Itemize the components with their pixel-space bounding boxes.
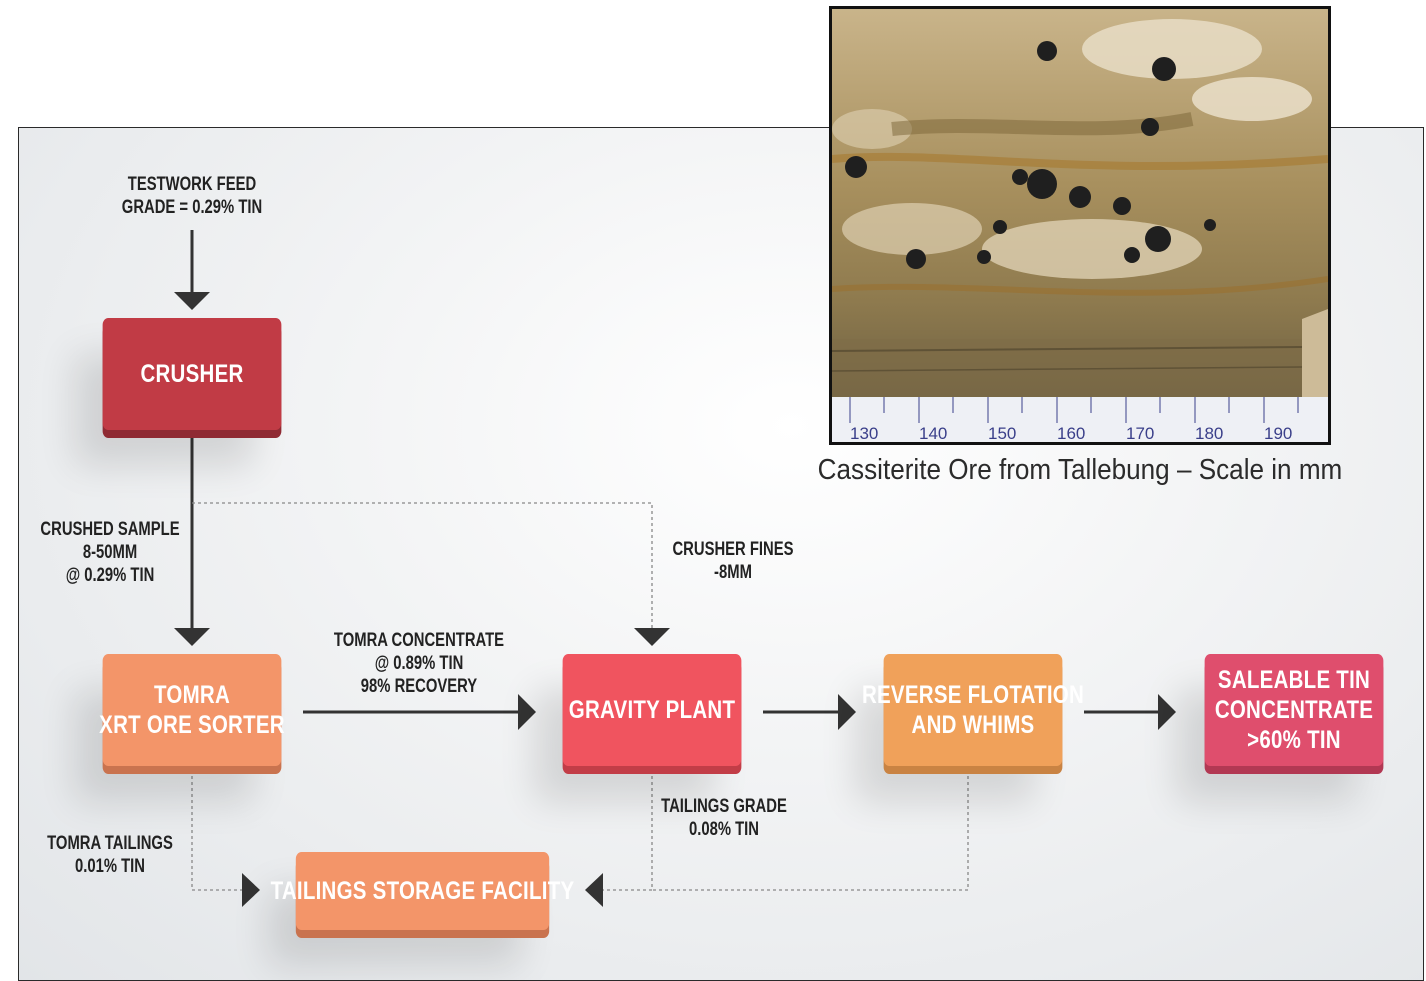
gravity-plant-node: GRAVITY PLANT bbox=[562, 654, 742, 766]
reverse-flotation-label-line2: AND WHIMS bbox=[911, 711, 1035, 739]
ruler-tick-150: 150 bbox=[988, 424, 1016, 442]
tomra-tailings-line1: TOMRA TAILINGS bbox=[47, 833, 173, 854]
crusher-node: CRUSHER bbox=[102, 318, 282, 430]
tailings-grade-label: TAILINGS GRADE 0.08% TIN bbox=[654, 795, 794, 841]
crusher-label: CRUSHER bbox=[140, 360, 244, 388]
tomra-concentrate-arrowhead bbox=[518, 694, 536, 730]
tomra-concentrate-line3: 98% RECOVERY bbox=[360, 676, 478, 697]
reverse-tailings-dotted-line bbox=[652, 770, 969, 891]
reverse-to-saleable-arrowhead bbox=[1158, 694, 1176, 730]
ruler-tick-180: 180 bbox=[1195, 424, 1223, 442]
gravity-to-reverse-arrowhead bbox=[838, 694, 856, 730]
crushed-sample-line3: @ 0.29% TIN bbox=[65, 565, 155, 586]
crusher-fines-line2: -8MM bbox=[714, 562, 752, 583]
ruler-tick-160: 160 bbox=[1057, 424, 1085, 442]
plant-tailings-dotted-line bbox=[603, 770, 653, 891]
testwork-feed-line1: TESTWORK FEED bbox=[127, 174, 257, 195]
tomra-tailings-line2: 0.01% TIN bbox=[74, 856, 146, 877]
tomra-tailings-arrowhead bbox=[242, 873, 260, 907]
crusher-fines-dotted-line bbox=[192, 502, 653, 628]
tomra-concentrate-line2: @ 0.89% TIN bbox=[374, 653, 464, 674]
tomra-label-line2: XRT ORE SORTER bbox=[99, 711, 285, 739]
tomra-tailings-label: TOMRA TAILINGS 0.01% TIN bbox=[40, 832, 180, 878]
saleable-concentrate-node: SALEABLE TIN CONCENTRATE >60% TIN bbox=[1204, 654, 1384, 766]
ruler-tick-140: 140 bbox=[919, 424, 947, 442]
crushed-sample-label: CRUSHED SAMPLE 8-50MM @ 0.29% TIN bbox=[40, 518, 180, 587]
plant-tailings-arrowhead bbox=[585, 873, 603, 907]
saleable-label-line1: SALEABLE TIN bbox=[1217, 666, 1371, 694]
crushed-sample-line2: 8-50MM bbox=[82, 542, 138, 563]
crusher-fines-label: CRUSHER FINES -8MM bbox=[663, 538, 803, 584]
tailings-storage-node: TAILINGS STORAGE FACILITY bbox=[271, 852, 574, 930]
crusher-fines-arrowhead bbox=[634, 628, 670, 646]
tailings-grade-line1: TAILINGS GRADE bbox=[661, 796, 787, 817]
ore-photo-image: 130 140 150 160 170 180 190 bbox=[832, 9, 1328, 442]
photo-caption: Cassiterite Ore from Tallebung – Scale i… bbox=[817, 454, 1343, 486]
testwork-feed-label: TESTWORK FEED GRADE = 0.29% TIN bbox=[114, 173, 270, 219]
tomra-concentrate-line1: TOMRA CONCENTRATE bbox=[333, 630, 505, 651]
crusher-fines-line1: CRUSHER FINES bbox=[672, 539, 794, 560]
saleable-label-line3: >60% TIN bbox=[1247, 726, 1341, 754]
ruler-tick-130: 130 bbox=[850, 424, 878, 442]
gravity-plant-label: GRAVITY PLANT bbox=[568, 696, 736, 724]
saleable-label-line2: CONCENTRATE bbox=[1214, 696, 1374, 724]
ruler-tick-190: 190 bbox=[1264, 424, 1292, 442]
tailings-storage-label: TAILINGS STORAGE FACILITY bbox=[270, 877, 575, 905]
tomra-node: TOMRA XRT ORE SORTER bbox=[99, 654, 285, 766]
tomra-concentrate-label: TOMRA CONCENTRATE @ 0.89% TIN 98% RECOVE… bbox=[333, 629, 505, 698]
tomra-tailings-dotted-line bbox=[191, 770, 242, 891]
crushed-sample-line1: CRUSHED SAMPLE bbox=[40, 519, 180, 540]
feed-arrowhead bbox=[174, 292, 210, 310]
testwork-feed-line2: GRADE = 0.29% TIN bbox=[121, 197, 263, 218]
crushed-sample-arrowhead bbox=[174, 628, 210, 646]
ore-photo: 130 140 150 160 170 180 190 bbox=[829, 6, 1331, 445]
tailings-grade-line2: 0.08% TIN bbox=[688, 819, 760, 840]
reverse-flotation-node: REVERSE FLOTATION AND WHIMS bbox=[862, 654, 1084, 766]
tomra-label-line1: TOMRA bbox=[153, 681, 231, 709]
reverse-flotation-label-line1: REVERSE FLOTATION bbox=[861, 681, 1085, 709]
ruler-tick-170: 170 bbox=[1126, 424, 1154, 442]
